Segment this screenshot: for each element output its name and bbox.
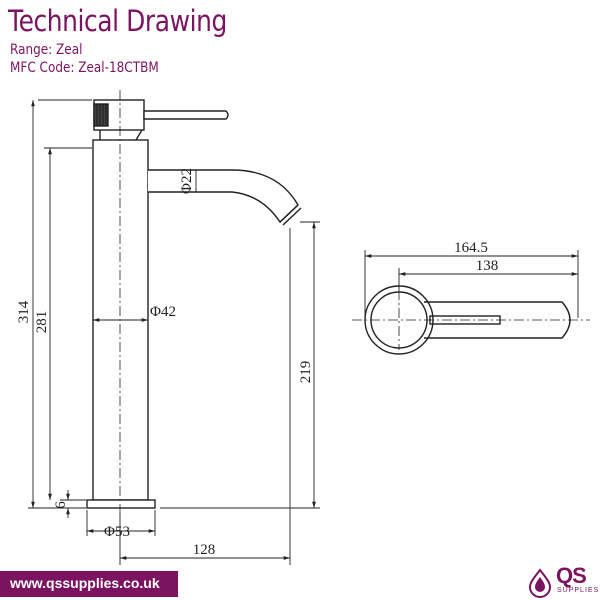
qs-logo-icon bbox=[528, 568, 552, 598]
dim-total-width: 164.5 bbox=[454, 240, 488, 256]
code-label: MFC Code: bbox=[10, 60, 75, 76]
dim-reach: 128 bbox=[193, 542, 216, 558]
dim-overall-height: 314 bbox=[16, 300, 32, 323]
top-view bbox=[352, 285, 590, 355]
lever-arm bbox=[143, 110, 229, 120]
website-link[interactable]: www.qssupplies.co.uk bbox=[10, 575, 160, 591]
range-value: Zeal bbox=[56, 42, 83, 58]
page-title: Technical Drawing bbox=[8, 4, 227, 38]
dimension-lines bbox=[28, 99, 320, 565]
code-line: MFC Code: Zeal-18CTBM bbox=[10, 60, 159, 76]
logo-text: QS bbox=[556, 563, 587, 588]
footer-bar bbox=[0, 571, 178, 597]
dim-base-height: 6 bbox=[53, 501, 69, 509]
dim-outlet-diameter: Φ22 bbox=[179, 168, 195, 194]
range-line: Range: Zeal bbox=[10, 42, 82, 58]
spout bbox=[148, 169, 299, 224]
range-label: Range: bbox=[10, 42, 53, 58]
knurled-band bbox=[93, 103, 109, 127]
dim-base-diameter: Φ53 bbox=[104, 524, 130, 540]
code-value: Zeal-18CTBM bbox=[78, 60, 159, 76]
tap-base bbox=[86, 499, 156, 509]
logo-subtext: SUPPLIES bbox=[557, 587, 600, 594]
dim-handle-length: 138 bbox=[476, 258, 499, 274]
side-view bbox=[86, 90, 302, 512]
top-dimension-lines bbox=[364, 250, 579, 318]
dim-spout-height: 219 bbox=[298, 361, 314, 384]
dim-body-diameter: Φ42 bbox=[150, 304, 176, 320]
dim-body-height: 281 bbox=[34, 311, 50, 334]
